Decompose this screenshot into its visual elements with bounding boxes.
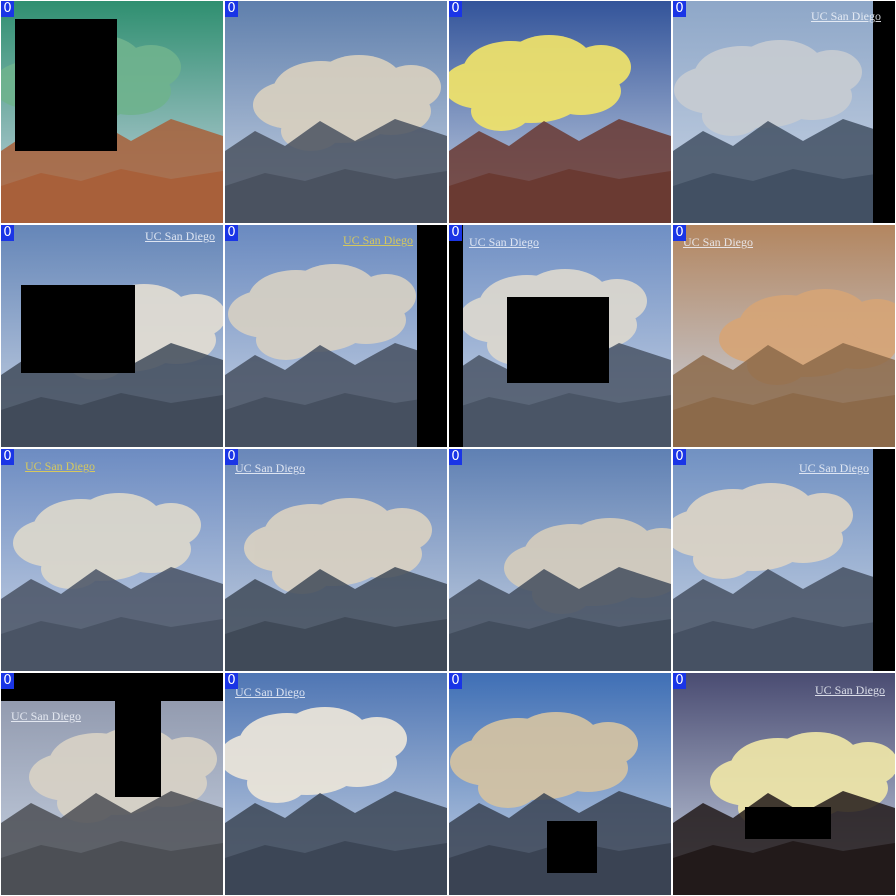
tile-index-badge: 0 — [449, 673, 462, 689]
occlusion-mask — [507, 297, 609, 383]
watermark-text: UC San Diego — [235, 685, 305, 699]
image-tile: UC San Diego 0 — [225, 225, 447, 447]
black-bar — [873, 1, 895, 223]
black-bar — [417, 225, 447, 447]
tile-index-badge: 0 — [225, 449, 238, 465]
image-tile: UC San Diego 0 — [673, 1, 895, 223]
image-tile: UC San Diego 0 — [1, 673, 223, 895]
watermark-text: UC San Diego — [683, 235, 753, 249]
scene-image — [225, 449, 447, 671]
tile-index-badge: 0 — [673, 225, 686, 241]
tile-index-badge: 0 — [449, 1, 462, 17]
image-tile: 0 — [1, 1, 223, 223]
watermark-text: UC San Diego — [811, 9, 881, 23]
tile-index-badge: 0 — [673, 1, 686, 17]
watermark-text: UC San Diego — [343, 233, 413, 247]
watermark-text: UC San Diego — [11, 709, 81, 723]
image-tile: 0 — [449, 1, 671, 223]
image-tile: 0 — [225, 1, 447, 223]
image-tile: 0 — [449, 673, 671, 895]
occlusion-mask — [745, 807, 831, 839]
occlusion-mask — [115, 701, 161, 797]
image-tile: UC San Diego 0 — [673, 449, 895, 671]
image-tile: 0 — [449, 449, 671, 671]
black-bar — [449, 225, 463, 447]
tile-index-badge: 0 — [1, 1, 14, 17]
scene-image — [225, 225, 447, 447]
tile-index-badge: 0 — [225, 673, 238, 689]
occlusion-mask — [15, 19, 117, 151]
image-tile: UC San Diego 0 — [1, 225, 223, 447]
watermark-text: UC San Diego — [469, 235, 539, 249]
scene-image — [1, 449, 223, 671]
scene-image — [449, 449, 671, 671]
watermark-text: UC San Diego — [145, 229, 215, 243]
tile-index-badge: 0 — [1, 225, 14, 241]
watermark-text: UC San Diego — [799, 461, 869, 475]
watermark-text: UC San Diego — [235, 461, 305, 475]
occlusion-mask — [21, 285, 135, 373]
tile-index-badge: 0 — [225, 225, 238, 241]
tile-index-badge: 0 — [673, 673, 686, 689]
scene-image — [673, 1, 895, 223]
watermark-text: UC San Diego — [25, 459, 95, 473]
scene-image — [673, 225, 895, 447]
image-tile: UC San Diego 0 — [1, 449, 223, 671]
scene-image — [225, 673, 447, 895]
tile-index-badge: 0 — [449, 449, 462, 465]
scene-image — [225, 1, 447, 223]
occlusion-mask — [547, 821, 597, 873]
tile-index-badge: 0 — [673, 449, 686, 465]
scene-image — [1, 673, 223, 895]
tile-index-badge: 0 — [1, 673, 14, 689]
scene-image — [449, 1, 671, 223]
tile-index-badge: 0 — [1, 449, 14, 465]
scene-image — [673, 449, 895, 671]
tile-index-badge: 0 — [449, 225, 462, 241]
black-bar — [873, 449, 895, 671]
scene-image — [673, 673, 895, 895]
tile-index-badge: 0 — [225, 1, 238, 17]
image-tile: UC San Diego 0 — [673, 673, 895, 895]
watermark-text: UC San Diego — [815, 683, 885, 697]
occlusion-mask — [1, 673, 223, 701]
image-tile: UC San Diego 0 — [449, 225, 671, 447]
